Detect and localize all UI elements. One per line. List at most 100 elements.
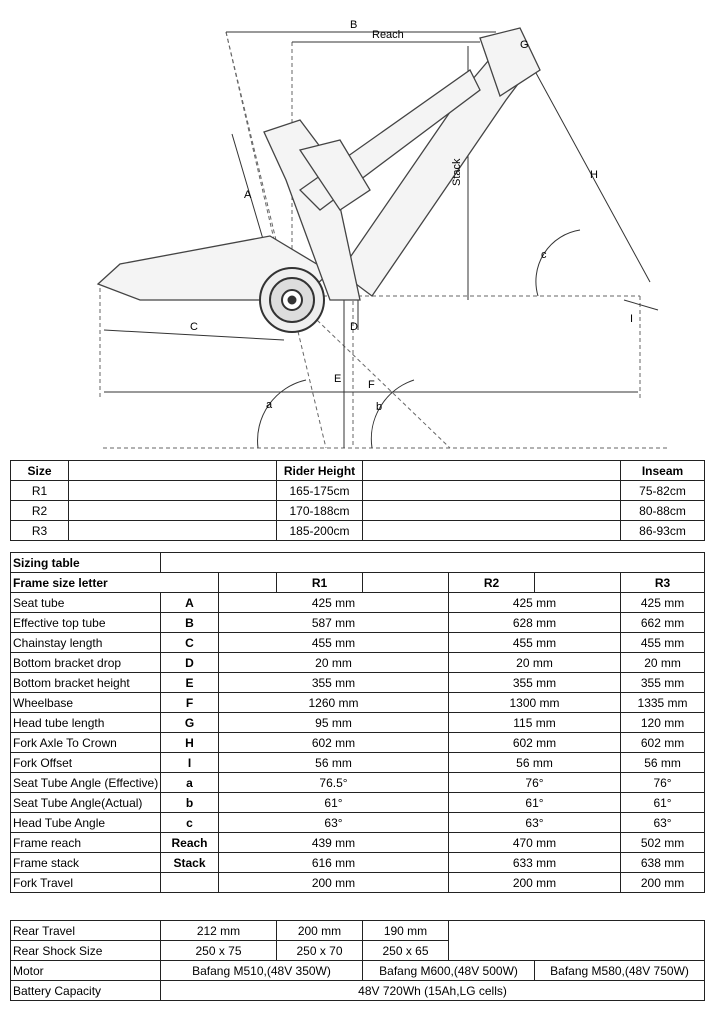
rear-travel-label: Rear Travel bbox=[10, 920, 161, 941]
label-B: B bbox=[350, 19, 357, 31]
param-code-cell bbox=[160, 872, 219, 893]
r1-value-cell: 200 mm bbox=[218, 872, 449, 893]
r3-value-cell: 425 mm bbox=[619, 592, 706, 613]
motor-label: Motor bbox=[10, 960, 161, 981]
r1-value-cell: 425 mm bbox=[218, 592, 449, 613]
label-stack: Stack bbox=[451, 158, 463, 186]
rider-height-header: Rider Height bbox=[276, 460, 363, 481]
sizing-header-row: Frame size letter R1 R2 R3 bbox=[10, 572, 706, 593]
size-cell: R1 bbox=[10, 480, 69, 501]
rear-shock-r3: 250 x 65 bbox=[362, 940, 450, 961]
motor-r1: Bafang M510,(48V 350W) bbox=[159, 960, 364, 981]
r2-value-cell: 56 mm bbox=[448, 752, 621, 773]
battery-row: Battery Capacity 48V 720Wh (15Ah,LG cell… bbox=[10, 980, 706, 1001]
r2-value-cell: 1300 mm bbox=[448, 692, 621, 713]
angle-arcs bbox=[257, 229, 581, 449]
r3-header: R3 bbox=[619, 572, 706, 593]
battery-label: Battery Capacity bbox=[10, 980, 161, 1001]
r3-value-cell: 61° bbox=[619, 792, 706, 813]
param-code-cell: H bbox=[160, 732, 219, 753]
param-name-cell: Fork Offset bbox=[10, 752, 161, 773]
param-code-cell: D bbox=[160, 652, 219, 673]
r3-value-cell: 120 mm bbox=[619, 712, 706, 733]
spec-table: Rear Travel 212 mm 200 mm 190 mm Rear Sh… bbox=[10, 920, 706, 1001]
r1-value-cell: 1260 mm bbox=[218, 692, 449, 713]
param-name-cell: Wheelbase bbox=[10, 692, 161, 713]
sizing-table: Sizing table Frame size letter R1 R2 R3 … bbox=[10, 552, 706, 893]
label-G: G bbox=[520, 39, 529, 51]
rear-travel-r2: 200 mm bbox=[276, 920, 364, 941]
label-H: H bbox=[590, 169, 598, 181]
label-c: c bbox=[541, 249, 547, 261]
label-C: C bbox=[190, 321, 198, 333]
inseam-header: Inseam bbox=[620, 460, 705, 481]
r1-value-cell: 56 mm bbox=[218, 752, 449, 773]
param-code-cell: E bbox=[160, 672, 219, 693]
r1-value-cell: 20 mm bbox=[218, 652, 449, 673]
param-code-cell: A bbox=[160, 592, 219, 613]
table-row: R1 165-175cm 75-82cm bbox=[10, 480, 705, 501]
size-header: Size bbox=[10, 460, 69, 481]
frame-outline bbox=[96, 27, 541, 301]
r3-value-cell: 1335 mm bbox=[619, 692, 706, 713]
r1-value-cell: 602 mm bbox=[218, 732, 449, 753]
height-cell: 165-175cm bbox=[276, 480, 363, 501]
size-cell: R3 bbox=[10, 520, 69, 541]
chainring bbox=[259, 267, 325, 333]
r3-value-cell: 662 mm bbox=[619, 612, 706, 633]
param-code-cell: I bbox=[160, 752, 219, 773]
r2-value-cell: 470 mm bbox=[448, 832, 621, 853]
label-b: b bbox=[376, 401, 382, 413]
inseam-cell: 80-88cm bbox=[620, 500, 705, 521]
param-name-cell: Seat Tube Angle (Effective) bbox=[10, 772, 161, 793]
table-row: R2 170-188cm 80-88cm bbox=[10, 500, 705, 521]
r1-value-cell: 455 mm bbox=[218, 632, 449, 653]
r2-value-cell: 425 mm bbox=[448, 592, 621, 613]
r3-value-cell: 355 mm bbox=[619, 672, 706, 693]
size-table-header: Size Rider Height Inseam bbox=[10, 460, 705, 481]
rear-shock-r1: 250 x 75 bbox=[159, 940, 278, 961]
param-name-cell: Chainstay length bbox=[10, 632, 161, 653]
param-name-cell: Head tube length bbox=[10, 712, 161, 733]
param-name-cell: Bottom bracket drop bbox=[10, 652, 161, 673]
height-cell: 185-200cm bbox=[276, 520, 363, 541]
r3-value-cell: 76° bbox=[619, 772, 706, 793]
r3-value-cell: 63° bbox=[619, 812, 706, 833]
r3-value-cell: 502 mm bbox=[619, 832, 706, 853]
sizing-title-row: Sizing table bbox=[10, 552, 706, 573]
r3-value-cell: 455 mm bbox=[619, 632, 706, 653]
param-code-cell: Stack bbox=[160, 852, 219, 873]
r2-value-cell: 633 mm bbox=[448, 852, 621, 873]
motor-r2: Bafang M600,(48V 500W) bbox=[362, 960, 536, 981]
param-name-cell: Effective top tube bbox=[10, 612, 161, 633]
label-F: F bbox=[368, 379, 375, 391]
param-name-cell: Head Tube Angle bbox=[10, 812, 161, 833]
r1-value-cell: 439 mm bbox=[218, 832, 449, 853]
label-reach: Reach bbox=[372, 29, 404, 41]
param-code-cell: a bbox=[160, 772, 219, 793]
r2-value-cell: 20 mm bbox=[448, 652, 621, 673]
r1-value-cell: 587 mm bbox=[218, 612, 449, 633]
label-E: E bbox=[334, 373, 341, 385]
sizing-title: Sizing table bbox=[10, 552, 161, 573]
r1-value-cell: 95 mm bbox=[218, 712, 449, 733]
r2-value-cell: 455 mm bbox=[448, 632, 621, 653]
r1-value-cell: 355 mm bbox=[218, 672, 449, 693]
param-name-cell: Fork Travel bbox=[10, 872, 161, 893]
label-I: I bbox=[630, 313, 633, 325]
size-table: Size Rider Height Inseam R1 165-175cm 75… bbox=[10, 460, 705, 541]
r2-value-cell: 63° bbox=[448, 812, 621, 833]
r3-value-cell: 200 mm bbox=[619, 872, 706, 893]
r1-value-cell: 76.5° bbox=[218, 772, 449, 793]
